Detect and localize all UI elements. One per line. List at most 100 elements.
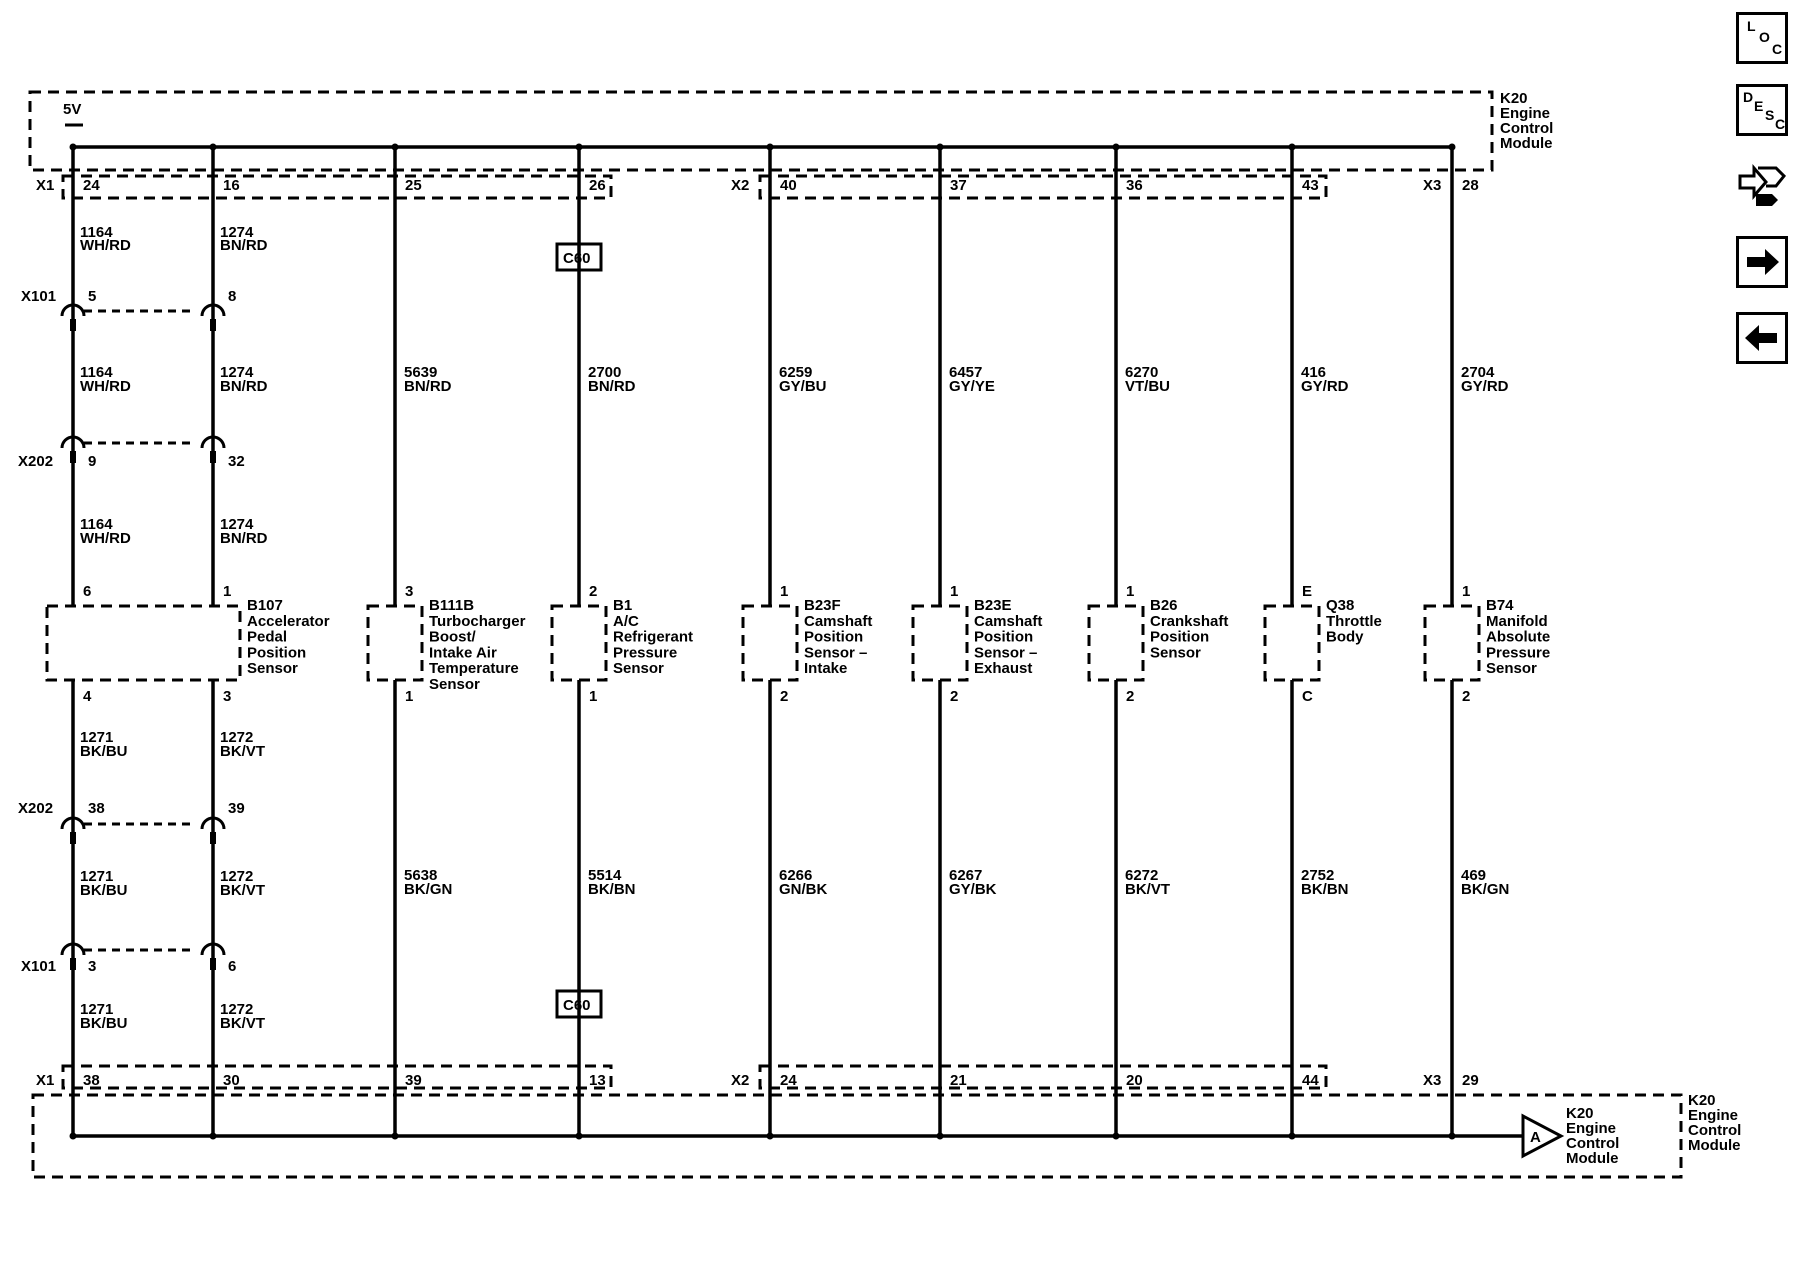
- terminal-male: [210, 958, 216, 970]
- wire-color: BN/RD: [220, 530, 268, 547]
- circuit-number: 6270: [1125, 364, 1158, 381]
- splice-dot: [1112, 143, 1120, 151]
- x1-top-connector: [61, 174, 613, 200]
- terminal-female: [200, 942, 226, 956]
- x202-lower-label: X202: [18, 800, 53, 817]
- wire-color: BK/VT: [1125, 881, 1170, 898]
- svg-text:Module: Module: [1500, 135, 1553, 152]
- sensor-b23f-box: [741, 604, 799, 682]
- terminal-female: [60, 303, 86, 317]
- sensor-name-line: Pressure: [613, 644, 677, 661]
- x2-top-label: X2: [731, 177, 749, 194]
- loc-button[interactable]: L O C: [1736, 12, 1788, 64]
- terminal-male: [70, 958, 76, 970]
- x101-bottom-pin: 6: [228, 958, 236, 975]
- circuit-number: 469: [1461, 867, 1486, 884]
- ref-triangle: [1521, 1113, 1565, 1159]
- wire-color: BN/RD: [588, 378, 636, 395]
- ecm-bottom-pin: 21: [950, 1072, 967, 1089]
- sensor-name-line: Turbocharger: [429, 613, 526, 630]
- sensor-name-line: B74: [1486, 597, 1514, 614]
- ecm-top-pin: 43: [1302, 177, 1319, 194]
- splice-dot: [766, 143, 774, 151]
- ecm-ref-name: K20 Engine Control Module: [1566, 1105, 1619, 1167]
- sensor-name-line: Manifold: [1486, 613, 1548, 630]
- circuit-number: 1164: [80, 224, 113, 241]
- ecm-bottom-pin: 39: [405, 1072, 422, 1089]
- sensor-name-line: Position: [1150, 629, 1209, 646]
- voltage-label: 5V: [63, 101, 81, 118]
- wire-color: WH/RD: [80, 237, 131, 254]
- svg-text:Control: Control: [1688, 1122, 1741, 1139]
- splice-dot: [209, 143, 217, 151]
- arrow-left-icon[interactable]: [1736, 312, 1788, 364]
- ecm-top-pin: 37: [950, 177, 967, 194]
- wire-color: BK/BN: [588, 881, 636, 898]
- circuit-number: 5638: [404, 867, 437, 884]
- sensor-top-pin: 1: [223, 583, 231, 600]
- wire-color: GY/BK: [949, 881, 997, 898]
- terminal-male: [70, 832, 76, 844]
- splice-dot: [1448, 1132, 1456, 1140]
- x2-top-connector: [758, 174, 1328, 200]
- sensor-name-line: B26: [1150, 597, 1178, 614]
- sensor-name-line: Position: [247, 644, 306, 661]
- sensor-bottom-pin: 1: [405, 688, 413, 705]
- sensor-name-line: Pressure: [1486, 644, 1550, 661]
- sensor-name-line: Sensor: [1486, 660, 1537, 677]
- sensor-bottom-pin: 1: [589, 688, 597, 705]
- wire-color: GY/RD: [1461, 378, 1509, 395]
- terminal-male: [70, 319, 76, 331]
- wire-color: BK/BU: [80, 1015, 128, 1032]
- x101-bottom-pin: 3: [88, 958, 96, 975]
- x3-bottom-label: X3: [1423, 1072, 1441, 1089]
- wire-color: WH/RD: [80, 530, 131, 547]
- connector-end-view-icon[interactable]: [1736, 156, 1788, 208]
- x101-lower-label: X101: [21, 958, 56, 975]
- splice-dot: [766, 1132, 774, 1140]
- splice-dot: [936, 1132, 944, 1140]
- circuit-number: 6266: [779, 867, 812, 884]
- sensor-name-line: Sensor –: [974, 644, 1037, 661]
- circuit-number: 5514: [588, 867, 622, 884]
- x1-bottom-connector: [61, 1064, 613, 1090]
- splice-dot: [69, 143, 77, 151]
- svg-text:K20: K20: [1688, 1092, 1716, 1109]
- sensor-b107-box: [45, 604, 242, 682]
- x1-bottom-label: X1: [36, 1072, 54, 1089]
- sensor-name-line: Intake Air: [429, 644, 497, 661]
- ecm-bottom-pin: 29: [1462, 1072, 1479, 1089]
- x101-top-pin: 8: [228, 288, 236, 305]
- svg-text:Engine: Engine: [1688, 1107, 1738, 1124]
- circuit-number: 5639: [404, 364, 437, 381]
- wire-color: BK/BU: [80, 882, 128, 899]
- sensor-name-line: Exhaust: [974, 660, 1032, 677]
- splice-dot: [209, 1132, 217, 1140]
- sensor-name-line: Accelerator: [247, 613, 330, 630]
- wire-color: VT/BU: [1125, 378, 1170, 395]
- svg-text:Engine: Engine: [1566, 1120, 1616, 1137]
- ecm-bottom-pin: 30: [223, 1072, 240, 1089]
- desc-button[interactable]: D E S C: [1736, 84, 1788, 136]
- sensor-q38-box: [1263, 604, 1321, 682]
- arrow-right-icon[interactable]: [1736, 236, 1788, 288]
- svg-text:Control: Control: [1500, 120, 1553, 137]
- circuit-number: 1271: [80, 729, 113, 746]
- circuit-number: 1274: [220, 364, 254, 381]
- sensor-name-line: Refrigerant: [613, 629, 693, 646]
- splice-dot: [1448, 143, 1456, 151]
- wire-color: BK/VT: [220, 882, 265, 899]
- wire-color: BK/GN: [1461, 881, 1509, 898]
- sensor-name-line: Sensor: [247, 660, 298, 677]
- splice-dot: [391, 143, 399, 151]
- circuit-number: 1274: [220, 224, 254, 241]
- ecm-top-pin: 16: [223, 177, 240, 194]
- svg-text:Engine: Engine: [1500, 105, 1550, 122]
- x2-bottom-connector: [758, 1064, 1328, 1090]
- sensor-top-pin: 1: [1126, 583, 1134, 600]
- sensor-b23e-box: [911, 604, 969, 682]
- sensor-name-line: Throttle: [1326, 613, 1382, 630]
